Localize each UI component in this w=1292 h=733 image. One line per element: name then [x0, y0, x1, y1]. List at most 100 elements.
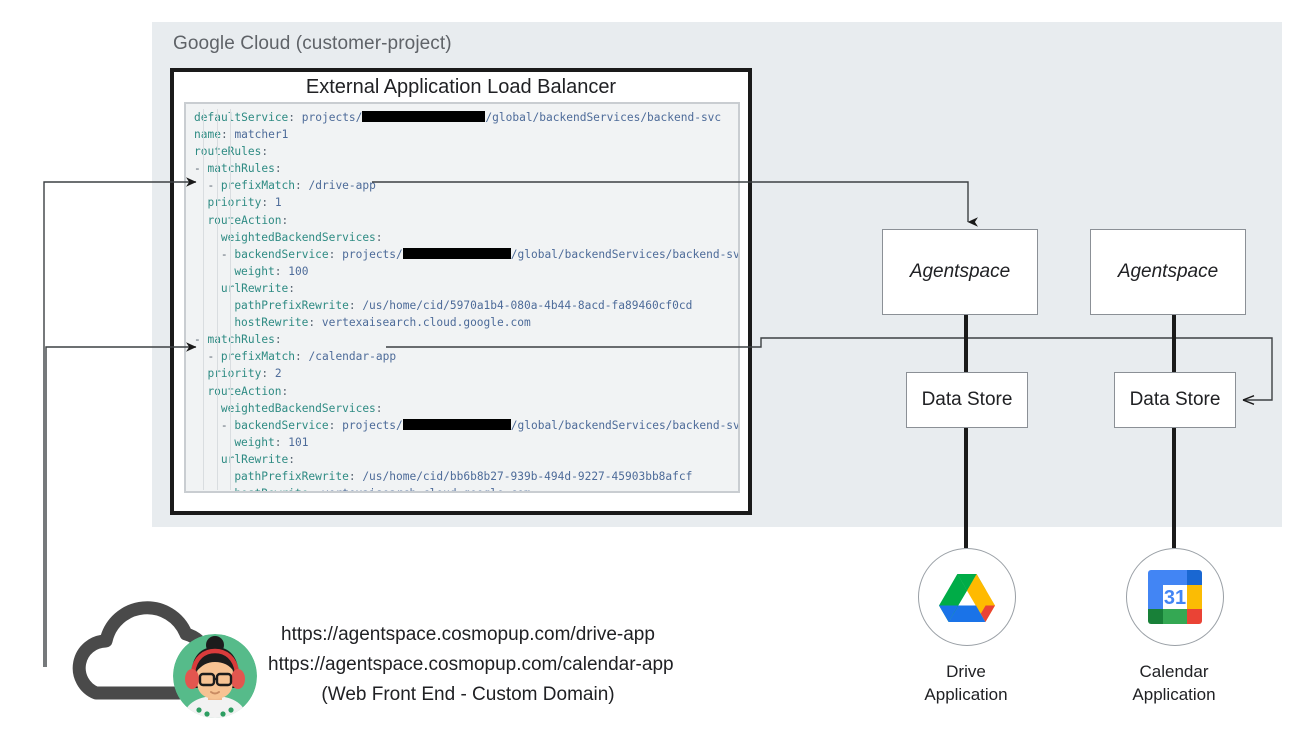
calendar-app-caption-line2: Application — [1132, 685, 1216, 704]
yaml-line: hostRewrite: vertexaisearch.cloud.google… — [186, 314, 738, 331]
yaml-line: routeRules: — [186, 143, 738, 160]
agentspace-drive-node[interactable]: Agentspace — [882, 229, 1038, 315]
yaml-key: hostRewrite — [234, 487, 308, 491]
yaml-val: /us/home/cid/5970a1b4-080a-4b44-8acd-fa8… — [355, 299, 693, 313]
yaml-colon: : — [328, 418, 336, 432]
yaml-key: pathPrefixRewrite — [234, 299, 349, 313]
yaml-colon: : — [288, 452, 295, 466]
yaml-dash: - — [194, 162, 208, 176]
yaml-colon: : — [274, 435, 282, 449]
yaml-colon: : — [328, 247, 336, 261]
yaml-line: - prefixMatch: /calendar-app — [186, 348, 738, 365]
calendar-app-icon-circle: 31 — [1126, 548, 1224, 646]
endpoint-urls: https://agentspace.cosmopup.com/drive-ap… — [268, 620, 674, 710]
yaml-line: weightedBackendServices: — [186, 229, 738, 246]
yaml-colon: : — [281, 213, 289, 227]
yaml-colon: : — [274, 333, 282, 347]
google-cloud-panel-label: Google Cloud (customer-project) — [173, 33, 452, 54]
yaml-key: urlRewrite — [220, 281, 289, 295]
wire-drive-rule-to-agentspace — [372, 181, 978, 227]
yaml-val: /global/backendServices/backend-svc — [485, 111, 722, 124]
yaml-dash: - — [220, 247, 235, 261]
yaml-key: weightedBackendServices — [220, 230, 376, 244]
calendar-day-number: 31 — [1164, 587, 1186, 609]
yaml-colon: : — [274, 162, 282, 176]
yaml-colon: : — [261, 367, 269, 381]
yaml-val: projects/ — [295, 111, 363, 124]
calendar-app-caption-line1: Calendar — [1139, 662, 1209, 681]
yaml-key: routeAction — [207, 213, 282, 227]
yaml-key: backendService — [234, 418, 329, 432]
yaml-val: 2 — [268, 367, 282, 381]
yaml-colon: : — [288, 111, 296, 124]
yaml-val: /calendar-app — [301, 350, 397, 364]
url-map-yaml-block: defaultService: projects//global/backend… — [184, 102, 740, 493]
indent-guide — [216, 109, 218, 490]
indent-guide — [230, 109, 232, 490]
yaml-key: prefixMatch — [220, 179, 296, 193]
yaml-key: matchRules — [207, 162, 275, 176]
yaml-colon: : — [261, 145, 269, 159]
redaction-bar — [402, 247, 511, 259]
yaml-val: 1 — [268, 196, 282, 210]
yaml-key: weightedBackendServices — [220, 401, 376, 415]
yaml-key: routeRules — [194, 145, 262, 159]
yaml-line: priority: 2 — [186, 365, 738, 382]
yaml-colon: : — [274, 264, 282, 278]
yaml-line: - backendService: projects//global/backe… — [186, 417, 738, 434]
drive-app-caption-line2: Application — [924, 685, 1008, 704]
drive-app-caption: Drive Application — [876, 660, 1056, 706]
yaml-line: weight: 101 — [186, 434, 738, 451]
yaml-key: backendService — [234, 247, 329, 261]
yaml-colon: : — [295, 179, 302, 193]
drive-app-caption-line1: Drive — [946, 662, 986, 681]
yaml-key: routeAction — [207, 384, 282, 398]
yaml-colon: : — [308, 316, 316, 330]
yaml-line: weight: 100 — [186, 263, 738, 280]
calendar-app-caption: Calendar Application — [1084, 660, 1264, 706]
yaml-line: urlRewrite: — [186, 280, 738, 297]
yaml-val: vertexaisearch.cloud.google.com — [315, 316, 531, 330]
yaml-key: hostRewrite — [234, 316, 309, 330]
google-calendar-icon: 31 — [1148, 570, 1202, 624]
yaml-line: urlRewrite: — [186, 451, 738, 468]
yaml-val: 101 — [281, 435, 309, 449]
yaml-val: matcher1 — [227, 128, 289, 142]
yaml-val: /global/backendServices/backend-svc — [510, 418, 740, 432]
yaml-line: routeAction: — [186, 212, 738, 229]
user-avatar-icon — [173, 634, 257, 718]
data-store-calendar-node[interactable]: Data Store — [1114, 372, 1236, 428]
web-front-end-note: (Web Front End - Custom Domain) — [321, 684, 615, 705]
yaml-val: projects/ — [335, 247, 403, 261]
yaml-val: vertexaisearch.cloud.google.com — [315, 487, 531, 491]
yaml-line: pathPrefixRewrite: /us/home/cid/5970a1b4… — [186, 297, 738, 314]
indent-guide — [203, 109, 205, 490]
wire-user-to-calendar-rule — [45, 342, 197, 667]
yaml-line: - matchRules: — [186, 160, 738, 177]
yaml-colon: : — [261, 196, 269, 210]
yaml-line: routeAction: — [186, 383, 738, 400]
yaml-val: /drive-app — [301, 179, 376, 193]
google-drive-icon — [939, 574, 995, 622]
yaml-colon: : — [281, 384, 289, 398]
yaml-val: projects/ — [335, 418, 403, 432]
redaction-bar — [362, 111, 486, 122]
yaml-colon: : — [375, 401, 383, 415]
data-store-drive-node[interactable]: Data Store — [906, 372, 1028, 428]
agentspace-calendar-node[interactable]: Agentspace — [1090, 229, 1246, 315]
yaml-line: - backendService: projects//global/backe… — [186, 246, 738, 263]
yaml-dash: - — [207, 350, 221, 364]
yaml-line: priority: 1 — [186, 194, 738, 211]
url-drive-app: https://agentspace.cosmopup.com/drive-ap… — [281, 624, 655, 645]
yaml-colon: : — [348, 469, 356, 483]
yaml-key: priority — [207, 196, 262, 210]
wire-calendar-rule-to-datastore — [386, 337, 1273, 405]
drive-app-icon-circle — [918, 548, 1016, 646]
yaml-colon: : — [308, 487, 315, 491]
yaml-key: urlRewrite — [220, 452, 289, 466]
yaml-line: - prefixMatch: /drive-app — [186, 177, 738, 194]
url-calendar-app: https://agentspace.cosmopup.com/calendar… — [268, 654, 674, 675]
yaml-key: prefixMatch — [220, 350, 296, 364]
yaml-line: hostRewrite: vertexaisearch.cloud.google… — [186, 485, 738, 491]
